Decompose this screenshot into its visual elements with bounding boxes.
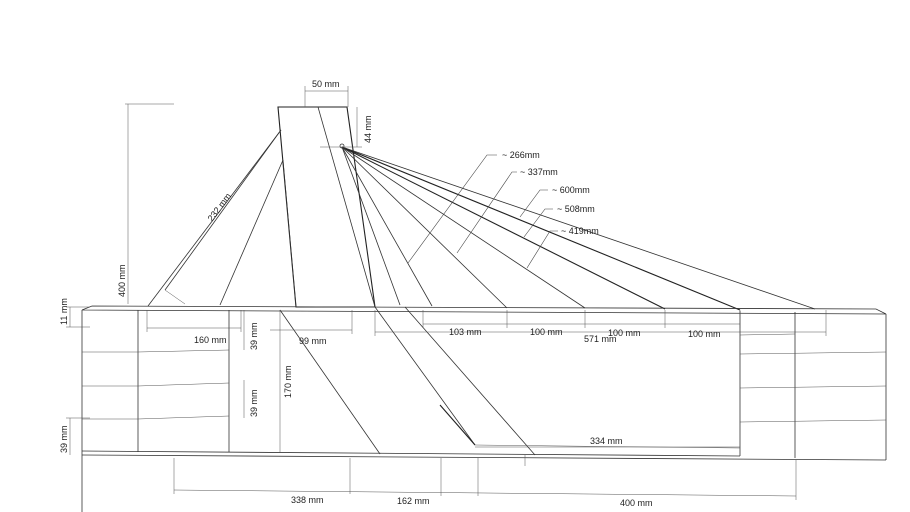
dim-bottom-338: 338 mm [291, 495, 324, 505]
dim-span-160: 160 mm [194, 335, 227, 345]
lower-struts [279, 306, 741, 456]
dim-base-thickness: 39 mm [59, 425, 69, 453]
dim-strut-334: 334 mm [590, 436, 623, 446]
dim-girder-39a: 39 mm [249, 322, 259, 350]
dim-depth-170: 170 mm [283, 365, 293, 398]
dim-span-100a: 100 mm [530, 327, 563, 337]
cable-label-419: ~ 419mm [561, 226, 599, 236]
cable-label-266: ~ 266mm [502, 150, 540, 160]
dim-pylon-height: 400 mm [117, 264, 127, 297]
dim-bottom-162: 162 mm [397, 496, 430, 506]
dim-girder-39b: 39 mm [249, 389, 259, 417]
right-abutment [739, 311, 887, 458]
left-back-stays [147, 129, 284, 307]
dim-deck-thickness: 11 mm [59, 298, 69, 325]
dim-span-100b: 100 mm [608, 328, 641, 338]
cable-leaders [407, 154, 558, 269]
left-abutment [82, 310, 230, 452]
dim-top-width: 50 mm [312, 79, 340, 89]
dim-span-100c: 100 mm [688, 329, 721, 339]
dim-span-103: 103 mm [449, 327, 482, 337]
dimension-lines [66, 86, 827, 500]
dim-top-height: 44 mm [363, 115, 373, 143]
dimension-labels: 50 mm 44 mm 400 mm 232 mm 11 mm 39 mm 16… [59, 79, 721, 508]
pylon [277, 106, 376, 308]
cable-label-337: ~ 337mm [520, 167, 558, 177]
cable-label-508: ~ 508mm [557, 204, 595, 214]
deck [81, 305, 887, 512]
cable-labels: ~ 266mm ~ 337mm ~ 600mm ~ 508mm ~ 419mm [502, 150, 599, 236]
dim-bottom-400: 400 mm [620, 498, 653, 508]
dim-span-99: 99 mm [299, 336, 327, 346]
dim-left-stay: 232 mm [206, 191, 234, 223]
cable-label-600: ~ 600mm [552, 185, 590, 195]
dim-total-571: 571 mm [584, 334, 617, 344]
cable-fan [339, 143, 816, 311]
